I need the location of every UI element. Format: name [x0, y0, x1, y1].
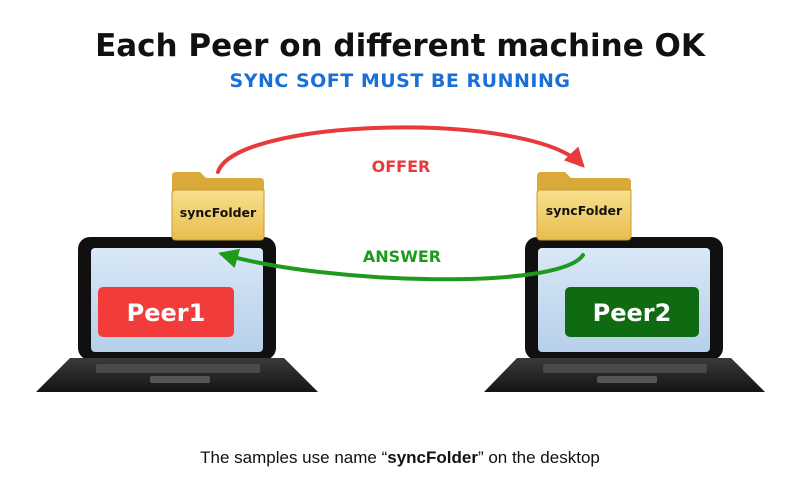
laptop-base — [484, 358, 765, 392]
caption-after: ” on the desktop — [477, 448, 600, 467]
peer1-box — [98, 287, 234, 337]
folder-icon: syncFolder — [536, 172, 632, 241]
caption-bold: syncFolder — [387, 448, 478, 467]
laptop-touchpad — [597, 376, 657, 383]
peer1-label: Peer1 — [127, 299, 206, 327]
laptop-keyboard — [543, 364, 707, 373]
caption: The samples use name “syncFolder” on the… — [0, 448, 800, 468]
caption-before: The samples use name “ — [200, 448, 388, 467]
laptop-base — [36, 358, 318, 392]
folder-icon: syncFolder — [171, 172, 265, 241]
peer2-label: Peer2 — [593, 299, 672, 327]
diagram-subtitle: SYNC SOFT MUST BE RUNNING — [229, 70, 571, 92]
peer2-box — [565, 287, 699, 337]
folder-label: syncFolder — [180, 205, 257, 220]
diagram-title: Each Peer on different machine OK — [95, 28, 705, 64]
answer-arrow — [218, 248, 585, 282]
laptop-peer2: Peer2 — [484, 237, 765, 392]
offer-arrow — [216, 125, 585, 174]
folder-label: syncFolder — [546, 203, 623, 218]
answer-label: ANSWER — [363, 247, 441, 266]
offer-label: OFFER — [372, 157, 431, 176]
laptop-touchpad — [150, 376, 210, 383]
laptop-keyboard — [96, 364, 260, 373]
laptop-peer1: Peer1 — [36, 237, 318, 392]
